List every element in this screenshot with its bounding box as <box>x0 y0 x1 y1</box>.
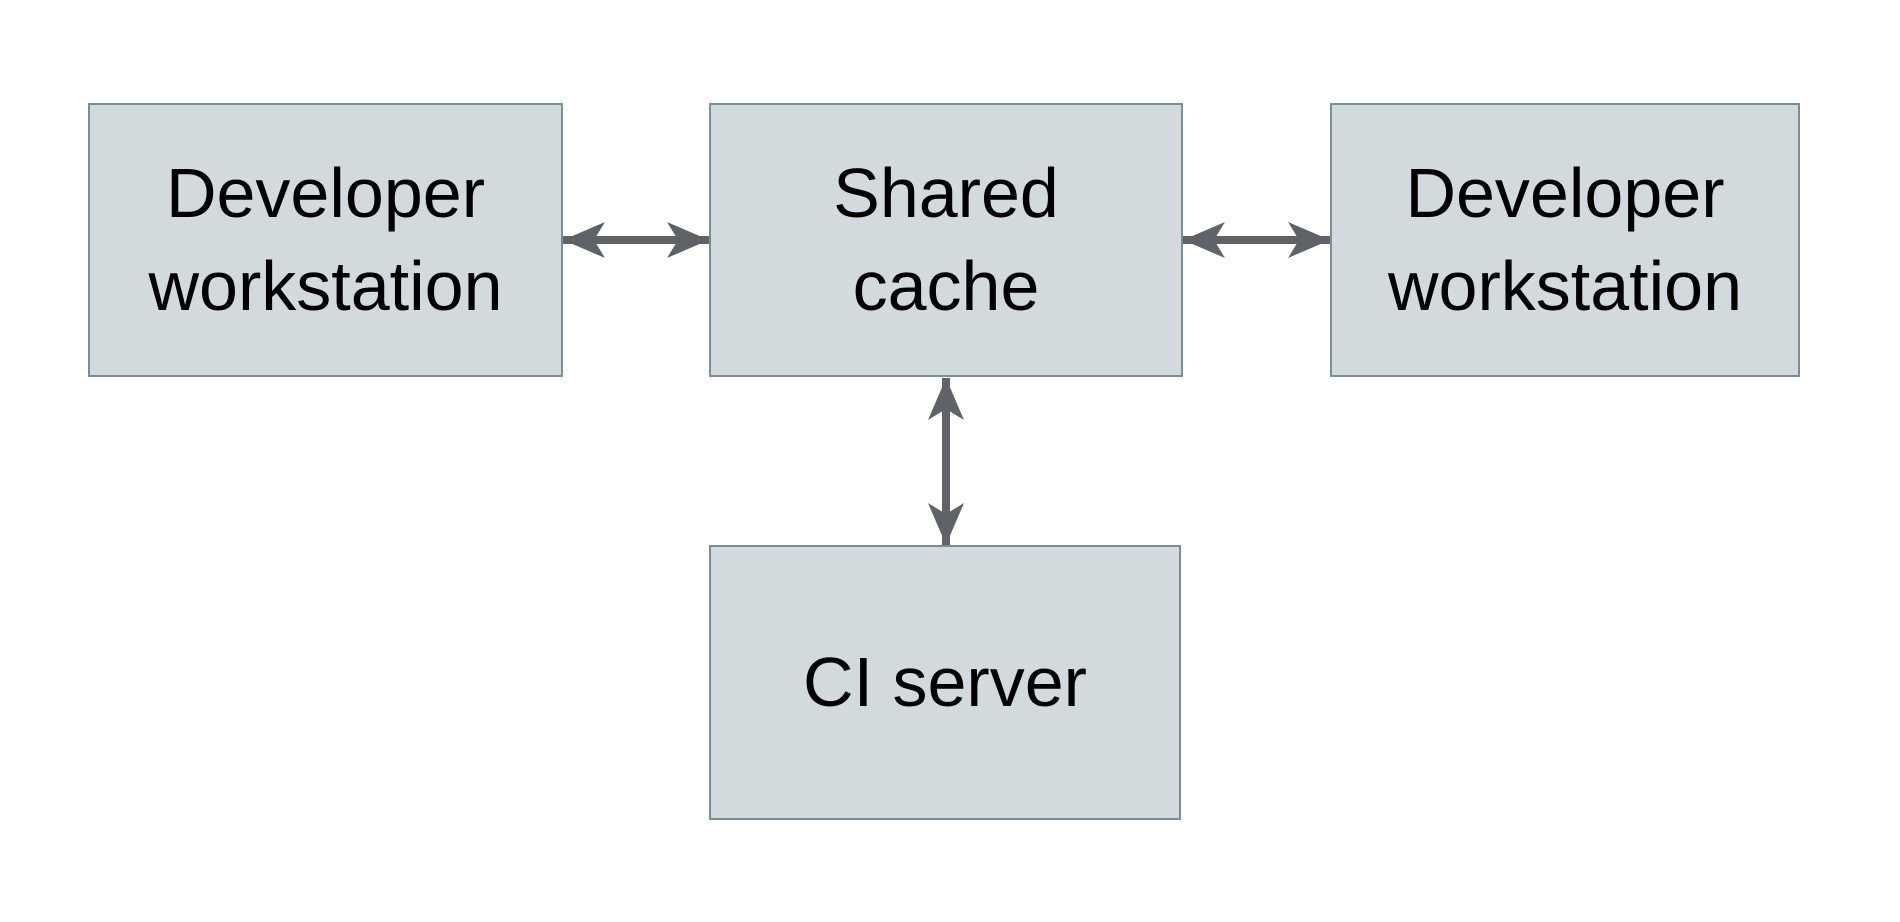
node-developer-workstation-right: Developer workstation <box>1330 103 1800 377</box>
node-label-line: workstation <box>1387 247 1743 325</box>
node-shared-cache: Shared cache <box>709 103 1183 377</box>
node-label-line: CI server <box>803 643 1087 721</box>
node-label-line: workstation <box>148 247 503 325</box>
node-label-line: Developer <box>1405 154 1725 232</box>
node-label-line: cache <box>852 247 1040 325</box>
node-developer-workstation-left: Developer workstation <box>88 103 563 377</box>
node-ci-server: CI server <box>709 545 1181 820</box>
node-label-line: Developer <box>165 154 486 232</box>
node-label-line: Shared <box>833 154 1059 232</box>
